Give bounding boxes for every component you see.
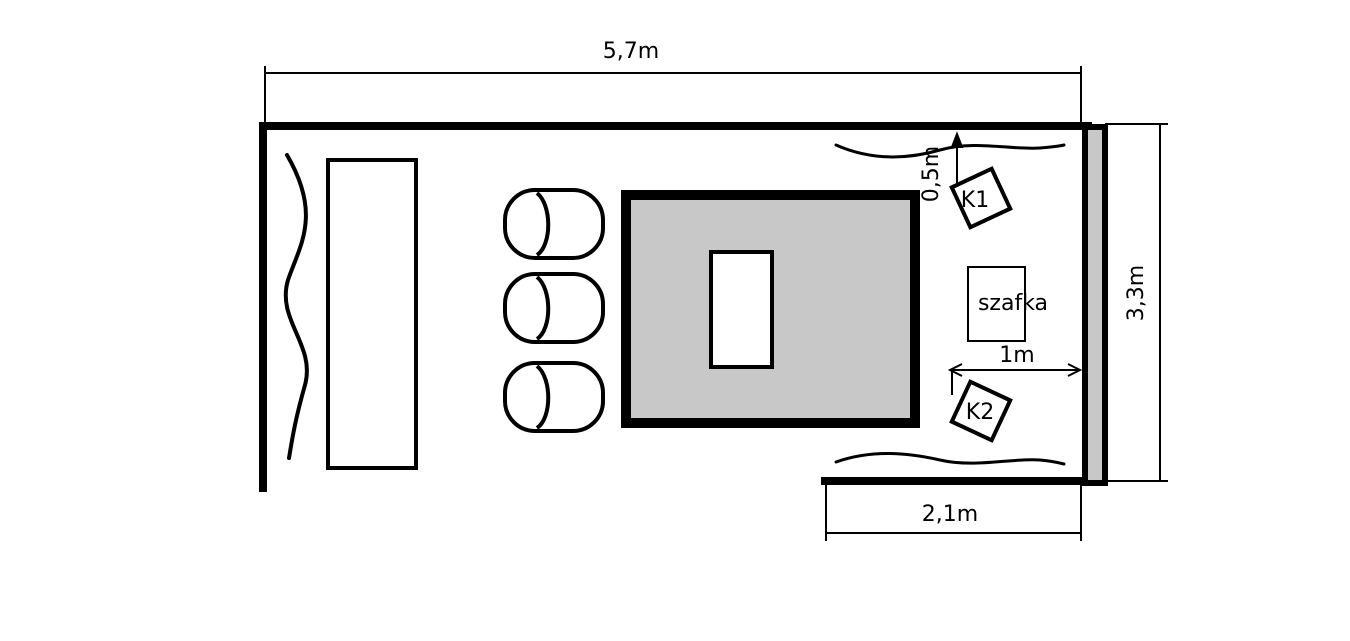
speaker-offset-arrow [950,131,964,187]
dimension-label-speaker-offset: 0,5m [919,146,944,202]
cabinet [967,266,1026,342]
speaker-k1 [949,166,1013,230]
armchair-2 [503,272,605,344]
dimension-label-width: 5,7m [603,39,659,64]
speaker-k2-label: K2 [966,400,994,425]
speaker-k1-label: K1 [961,188,989,213]
cabinet-label: szafka [978,291,1048,316]
dimension-label-speaker-distance: 1m [999,343,1034,368]
armchairs [503,188,605,433]
room-walls [259,122,1092,492]
sofa [326,158,418,470]
dimension-total-width [264,66,1082,126]
armchair-1 [503,188,605,260]
armchair-3 [503,361,605,433]
right-wall-panel [1082,124,1108,486]
speaker-distance-arrow [947,363,1083,395]
left-curtain [283,153,309,460]
coffee-table [709,250,774,369]
curtain-top-right [834,143,1066,159]
curtain-bottom-right [834,452,1066,466]
dimension-label-inner-width: 2,1m [922,502,978,527]
dimension-label-height: 3,3m [1124,265,1149,321]
dimension-total-height [1105,123,1168,482]
dimension-inner-width [825,481,1082,541]
speaker-k2 [949,379,1013,443]
